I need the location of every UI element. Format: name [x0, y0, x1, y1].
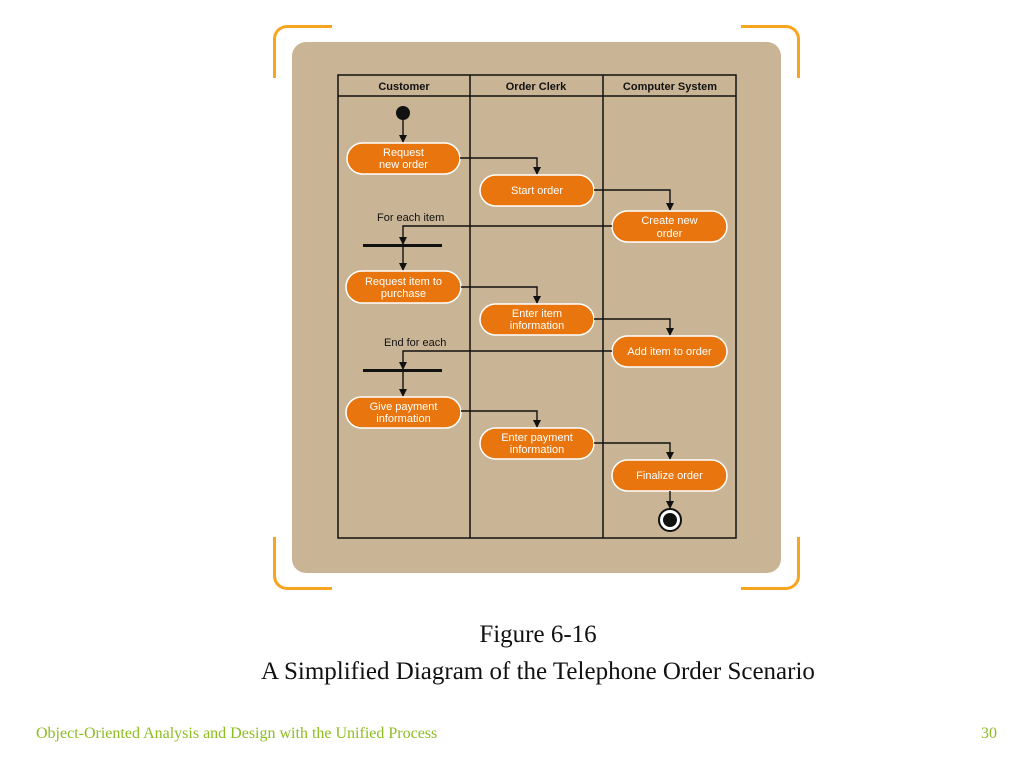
figure-number: Figure 6-16	[479, 621, 597, 648]
flow-request-item-to-enter-item	[461, 286, 541, 304]
activity-label: information	[376, 413, 430, 425]
activity-label: Give payment	[370, 401, 438, 413]
loop-bar-end	[363, 369, 442, 372]
activity-add-item-to-order: Add item to order	[611, 335, 728, 368]
activity-label: new order	[379, 159, 428, 171]
lane-header-customer: Customer	[378, 81, 430, 93]
activity-label: Start order	[511, 185, 563, 197]
activity-label: Request item to	[365, 276, 442, 288]
lane-header-computer-system: Computer System	[623, 81, 717, 93]
flow-request-to-start-order	[460, 157, 541, 175]
note-for-each-item: For each item	[377, 212, 444, 224]
activity-label: purchase	[381, 288, 426, 300]
swimlane-frame	[337, 74, 737, 539]
frame-corner-top-left	[273, 25, 332, 78]
activity-label: Enter item	[512, 308, 562, 320]
final-node	[658, 508, 682, 532]
activity-start-order: Start order	[479, 174, 595, 207]
footer-course-title: Object-Oriented Analysis and Design with…	[36, 725, 438, 742]
activity-label: information	[510, 444, 564, 456]
activity-finalize-order: Finalize order	[611, 459, 728, 492]
activity-label: Create new	[641, 215, 697, 227]
activity-create-new-order: Create new order	[611, 210, 728, 243]
activity-label: Finalize order	[636, 470, 703, 482]
activity-label: information	[510, 320, 564, 332]
activity-label: order	[657, 228, 683, 240]
activity-give-payment-information: Give payment information	[345, 396, 462, 429]
activity-label: Request	[383, 147, 424, 159]
activity-enter-payment-information: Enter payment information	[479, 427, 595, 460]
initial-node	[396, 106, 410, 120]
flow-add-item-to-join	[399, 350, 612, 370]
loop-bar-start	[363, 244, 442, 247]
flow-give-payment-to-enter-payment	[461, 410, 541, 428]
flow-create-to-fork	[399, 225, 612, 245]
activity-label: Enter payment	[501, 432, 573, 444]
frame-corner-bottom-right	[741, 537, 800, 590]
frame-corner-bottom-left	[273, 537, 332, 590]
lane-header-order-clerk: Order Clerk	[506, 81, 567, 93]
frame-corner-top-right	[741, 25, 800, 78]
flow-enter-item-to-add-item	[594, 318, 674, 336]
figure-title: A Simplified Diagram of the Telephone Or…	[261, 658, 815, 685]
footer-page-number: 30	[981, 725, 997, 742]
activity-request-new-order: Request new order	[346, 142, 461, 175]
flow-start-order-to-create	[594, 189, 674, 211]
note-end-for-each: End for each	[384, 337, 446, 349]
flow-enter-payment-to-finalize	[594, 442, 674, 460]
activity-label: Add item to order	[627, 346, 712, 358]
activity-enter-item-information: Enter item information	[479, 303, 595, 336]
activity-request-item-to-purchase: Request item to purchase	[345, 270, 462, 304]
